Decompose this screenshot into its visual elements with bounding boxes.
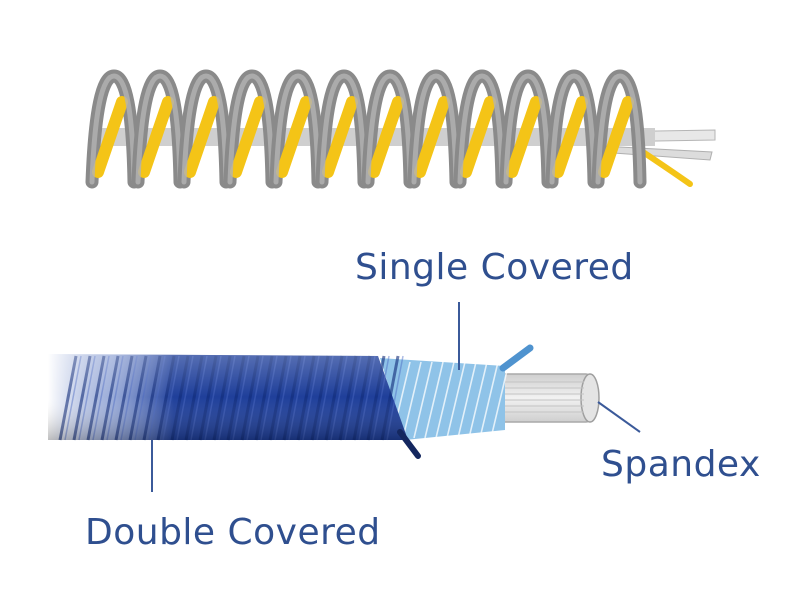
single-wrap [490, 361, 510, 439]
coil-loop-highlight [411, 73, 459, 185]
single-cover-wraps [391, 361, 510, 439]
coil-loop-highlight [273, 73, 321, 185]
single-wrap [446, 361, 466, 439]
single-wrap [402, 361, 422, 439]
coil-yellow-wrap [598, 96, 634, 178]
double-covered-label: Double Covered [85, 512, 381, 553]
coil-loop-highlight [227, 73, 275, 185]
coil-loop-highlight [89, 73, 137, 185]
coil-loop-highlight [595, 73, 643, 185]
double-cover-tail [397, 429, 421, 459]
coil-illustration [85, 69, 716, 189]
coil-loop-highlight [457, 73, 505, 185]
coil-loop-highlight [549, 73, 597, 185]
coil-yellow-wrap [276, 96, 312, 178]
single-covered-label: Single Covered [355, 247, 634, 288]
single-cover-tail [499, 344, 534, 372]
single-wrap [479, 361, 499, 439]
coil-loop-highlight [319, 73, 367, 185]
spandex-label: Spandex [601, 444, 761, 485]
coil-yellow-wrap [552, 96, 588, 178]
spandex-leader [597, 401, 641, 433]
coil-loop-highlight [135, 73, 183, 185]
coil-yellow-wrap [506, 96, 542, 178]
coil-loop-highlight [365, 73, 413, 185]
single-wrap [413, 361, 433, 439]
single-wrap [457, 361, 477, 439]
coil-loop-highlight [503, 73, 551, 185]
covered-yarn-illustration [48, 302, 641, 492]
coil-yellow-wrap [322, 96, 358, 178]
coil-yellow-wrap [460, 96, 496, 178]
single-wrap [468, 361, 488, 439]
coil-yellow-wrap [138, 96, 174, 178]
coil-loops [85, 69, 647, 189]
coil-loop-highlight [181, 73, 229, 185]
coil-yellow-wrap [368, 96, 404, 178]
spandex-core-end [580, 373, 600, 423]
single-wrap [435, 361, 455, 439]
coil-yellow-wrap [92, 96, 128, 178]
coil-yellow-wrap [184, 96, 220, 178]
coil-yellow-wrap [414, 96, 450, 178]
coil-yellow-wrap [230, 96, 266, 178]
single-wrap [424, 361, 444, 439]
